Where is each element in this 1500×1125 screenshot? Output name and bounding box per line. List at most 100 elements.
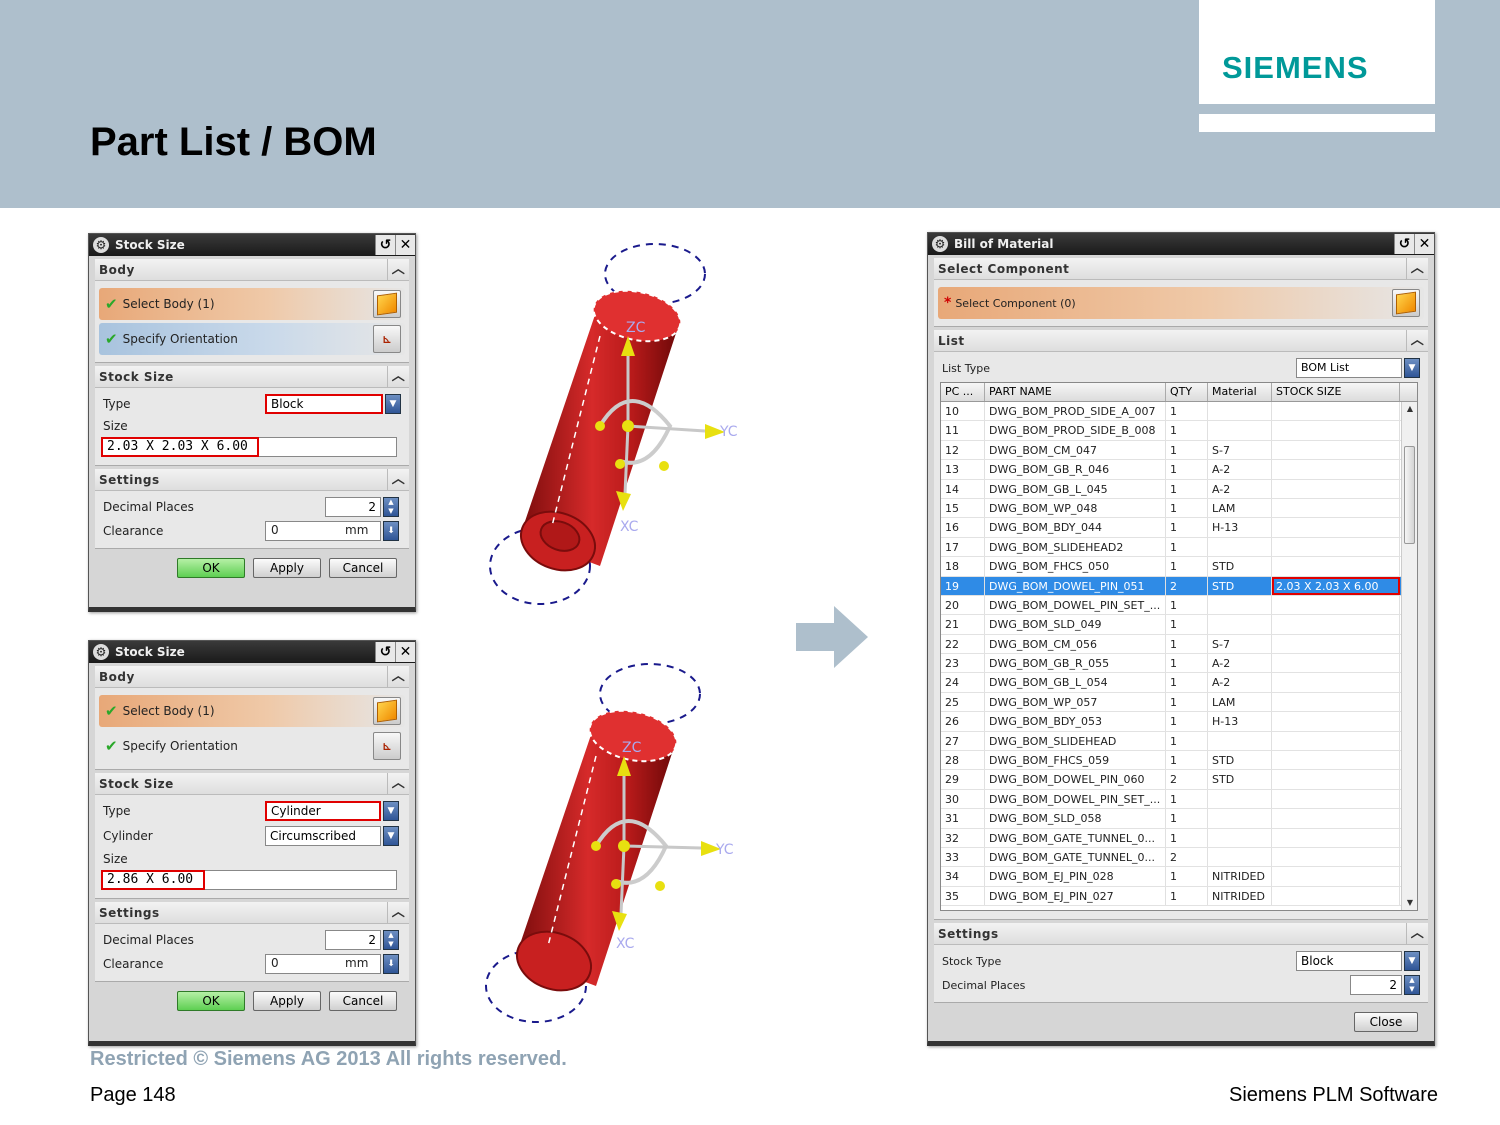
- stock-type-select[interactable]: Block: [1296, 951, 1402, 971]
- dowel-pin-model-cylinder[interactable]: ZC YC XC: [480, 656, 770, 1036]
- chevron-down-icon[interactable]: ▼: [1404, 358, 1420, 378]
- close-icon[interactable]: ✕: [395, 642, 415, 662]
- chevron-down-icon[interactable]: ▼: [383, 826, 399, 846]
- select-body-row[interactable]: ✔ Select Body (1): [99, 288, 405, 320]
- collapse-icon[interactable]: ︿: [1406, 258, 1428, 280]
- select-body-icon[interactable]: [373, 697, 401, 725]
- stock-size-section-header[interactable]: Stock Size ︿: [95, 773, 409, 795]
- type-select[interactable]: Cylinder: [265, 801, 381, 821]
- select-component-row[interactable]: * Select Component (0): [938, 287, 1424, 319]
- collapse-icon[interactable]: ︿: [1406, 923, 1428, 945]
- list-section-header[interactable]: List ︿: [934, 330, 1428, 352]
- type-select[interactable]: Block: [265, 394, 383, 414]
- specify-orientation-row[interactable]: ✔ Specify Orientation ⊾: [99, 323, 405, 355]
- ok-button[interactable]: OK: [177, 991, 245, 1011]
- csys-icon[interactable]: ⊾: [373, 732, 401, 760]
- cancel-button[interactable]: Cancel: [329, 558, 397, 578]
- reset-icon[interactable]: ↺: [375, 235, 395, 255]
- scroll-thumb[interactable]: [1404, 446, 1415, 544]
- cancel-button[interactable]: Cancel: [329, 991, 397, 1011]
- spinner-icon[interactable]: ▲▼: [1404, 975, 1420, 995]
- reset-icon[interactable]: ↺: [375, 642, 395, 662]
- column-header-material[interactable]: Material: [1208, 383, 1272, 401]
- settings-section-header[interactable]: Settings ︿: [95, 469, 409, 491]
- settings-section-header[interactable]: Settings ︿: [95, 902, 409, 924]
- collapse-icon[interactable]: ︿: [387, 666, 409, 688]
- spinner-icon[interactable]: ▲▼: [383, 930, 399, 950]
- arrow-down-icon[interactable]: ⬇: [383, 521, 399, 541]
- size-input[interactable]: 2.86 X 6.00: [101, 870, 205, 890]
- column-header-part-name[interactable]: PART NAME: [985, 383, 1166, 401]
- apply-button[interactable]: Apply: [253, 558, 321, 578]
- stock-size-section-header[interactable]: Stock Size ︿: [95, 366, 409, 388]
- collapse-icon[interactable]: ︿: [387, 469, 409, 491]
- select-body-row[interactable]: ✔ Select Body (1): [99, 695, 405, 727]
- cylinder-select[interactable]: Circumscribed: [265, 826, 381, 846]
- clearance-input[interactable]: [265, 521, 381, 541]
- collapse-icon[interactable]: ︿: [387, 902, 409, 924]
- chevron-down-icon[interactable]: ▼: [385, 394, 401, 414]
- gear-icon[interactable]: ⚙: [932, 236, 948, 252]
- collapse-icon[interactable]: ︿: [1406, 330, 1428, 352]
- close-button[interactable]: Close: [1354, 1012, 1418, 1032]
- column-header-qty[interactable]: QTY: [1166, 383, 1208, 401]
- collapse-icon[interactable]: ︿: [387, 773, 409, 795]
- collapse-icon[interactable]: ︿: [387, 366, 409, 388]
- bom-table[interactable]: PC ... PART NAME QTY Material STOCK SIZE…: [940, 382, 1418, 911]
- decimal-places-input[interactable]: 2: [325, 930, 381, 950]
- scroll-down-icon[interactable]: ▼: [1406, 898, 1414, 907]
- gear-icon[interactable]: ⚙: [93, 237, 109, 253]
- dowel-pin-model-block[interactable]: ZC YC XC: [480, 236, 770, 616]
- body-section-header[interactable]: Body ︿: [95, 666, 409, 688]
- ok-button[interactable]: OK: [177, 558, 245, 578]
- scroll-up-icon[interactable]: ▲: [1406, 404, 1414, 413]
- gear-icon[interactable]: ⚙: [93, 644, 109, 660]
- arrow-down-icon[interactable]: ⬇: [383, 954, 399, 974]
- decimal-places-input[interactable]: 2: [325, 497, 381, 517]
- size-input[interactable]: 2.03 X 2.03 X 6.00: [101, 437, 259, 457]
- spinner-icon[interactable]: ▲▼: [383, 497, 399, 517]
- list-type-select[interactable]: BOM List: [1296, 358, 1402, 378]
- specify-orientation-row[interactable]: ✔ Specify Orientation ⊾: [99, 730, 405, 762]
- reset-icon[interactable]: ↺: [1394, 234, 1414, 254]
- chevron-down-icon[interactable]: ▼: [383, 801, 399, 821]
- close-icon[interactable]: ✕: [395, 235, 415, 255]
- csys-icon[interactable]: ⊾: [373, 325, 401, 353]
- column-header-pc[interactable]: PC ...: [941, 383, 985, 401]
- column-header-stock-size[interactable]: STOCK SIZE: [1272, 383, 1400, 401]
- select-component-icon[interactable]: [1392, 289, 1420, 317]
- select-body-icon[interactable]: [373, 290, 401, 318]
- bom-scrollbar[interactable]: ▲ ▼: [1401, 402, 1417, 910]
- clearance-input[interactable]: [265, 954, 381, 974]
- decimal-places-input[interactable]: 2: [1350, 975, 1402, 995]
- select-component-section-header[interactable]: Select Component ︿: [934, 258, 1428, 280]
- close-icon[interactable]: ✕: [1414, 234, 1434, 254]
- apply-button[interactable]: Apply: [253, 991, 321, 1011]
- collapse-icon[interactable]: ︿: [387, 259, 409, 281]
- body-section-header[interactable]: Body ︿: [95, 259, 409, 281]
